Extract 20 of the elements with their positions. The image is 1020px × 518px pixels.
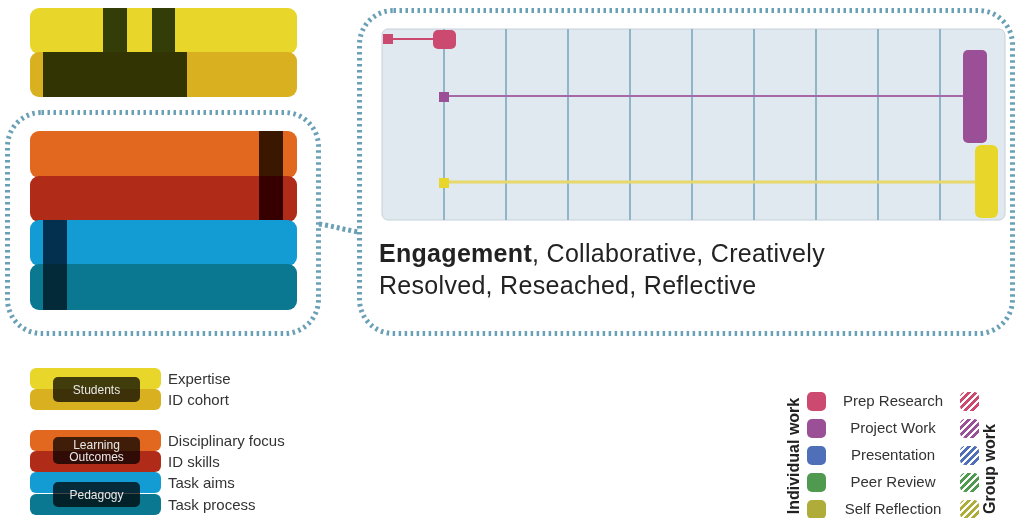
legend-text: ID skills — [168, 453, 220, 471]
legend-text: Peer Review — [849, 473, 937, 491]
dotted-group-frame — [357, 8, 1015, 336]
summary-text: Engagement, Collaborative, Creatively Resolved, Reseached, Reflective — [379, 238, 826, 301]
legend-text: Prep Research — [841, 392, 945, 410]
legend-text: Task process — [168, 496, 256, 514]
legend-text: Expertise — [168, 370, 231, 388]
legend-text: Presentation — [849, 446, 937, 464]
axis-label: Group work — [981, 423, 999, 516]
group-tag: Learning Outcomes — [53, 437, 140, 464]
legend-text: Self Reflection — [843, 500, 943, 518]
group-tag: Pedagogy — [53, 482, 140, 507]
legend-text: Disciplinary focus — [168, 432, 285, 450]
axis-label: Individual work — [785, 396, 803, 516]
connector — [318, 221, 360, 235]
legend-text: Project Work — [849, 419, 937, 437]
legend-text: ID cohort — [168, 391, 229, 409]
dotted-group-frame — [5, 110, 321, 336]
legend-text: Task aims — [168, 474, 235, 492]
group-tag: Students — [53, 377, 140, 402]
